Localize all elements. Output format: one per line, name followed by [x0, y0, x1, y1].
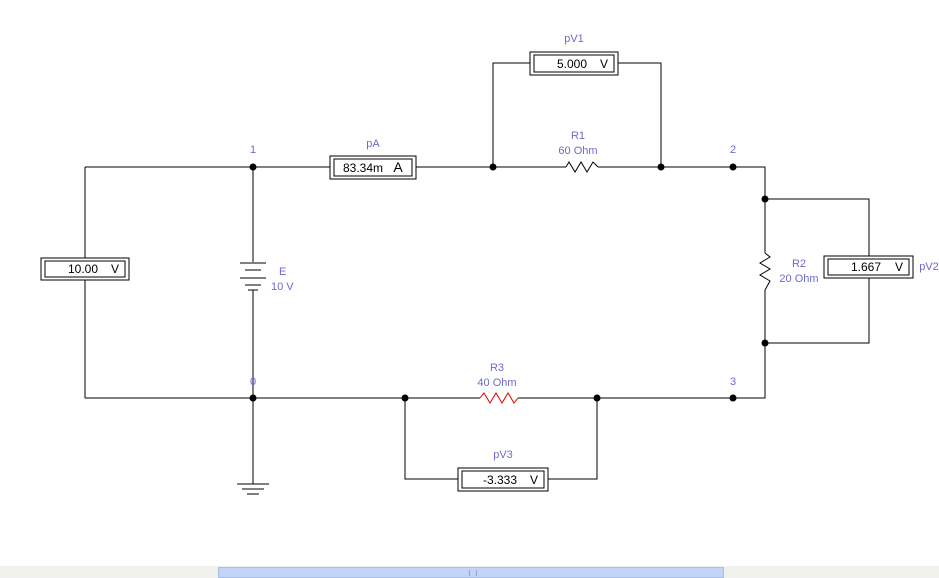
junction-node-1 [249, 163, 257, 171]
voltmeter-pv3[interactable]: -3.333 V [457, 467, 549, 492]
junction [761, 195, 769, 203]
resistor-r3[interactable] [479, 392, 519, 404]
wire-bottom-right [518, 290, 766, 399]
voltmeter-pv3-name: pV3 [493, 449, 513, 461]
wire-pv2-bottom [765, 278, 870, 344]
voltmeter-pv3-reading: -3.333 [483, 473, 517, 487]
circuit-canvas: 83.34m A 5.000 V 1.667 V -3.333 V 10.00 … [40, 33, 939, 495]
node-label-1: 1 [250, 144, 256, 156]
voltmeter-pv2[interactable]: 1.667 V [823, 255, 914, 279]
wire-pv1-right [618, 62, 662, 167]
voltmeter-pv2-unit: V [895, 260, 903, 274]
junction [401, 394, 409, 402]
voltmeter-pv1-unit: V [600, 57, 608, 71]
resistor-r3-value: 40 Ohm [477, 377, 516, 389]
junction-node-0 [249, 394, 257, 402]
voltmeter-pv2-reading: 1.667 [851, 260, 881, 274]
resistor-r2-name: R2 [792, 258, 806, 270]
junction-node-2 [729, 163, 737, 171]
voltmeter-pv2-name: pV2 [919, 261, 939, 273]
junction [657, 163, 665, 171]
scrollbar-thumb[interactable] [218, 567, 724, 578]
node-label-0: 0 [250, 376, 256, 388]
junction [489, 163, 497, 171]
resistor-r2-value: 20 Ohm [779, 273, 818, 285]
horizontal-scrollbar[interactable] [0, 566, 939, 578]
battery-name: E [279, 266, 286, 278]
wire-pv2-top [765, 198, 870, 256]
resistor-r1-value: 60 Ohm [558, 145, 597, 157]
junction [593, 394, 601, 402]
voltmeter-pv1-name: pV1 [564, 33, 584, 45]
wire-top-right [598, 166, 766, 253]
battery-value: 10 V [271, 281, 294, 293]
junction-node-3 [729, 394, 737, 402]
junctions [249, 163, 769, 402]
junction [761, 339, 769, 347]
voltmeter-source[interactable]: 10.00 V [40, 257, 130, 281]
wires [84, 62, 870, 484]
voltmeter-source-unit: V [111, 262, 119, 276]
resistor-r3-name: R3 [490, 362, 504, 374]
battery-e[interactable] [240, 262, 266, 291]
wire-pv3-right [548, 398, 598, 480]
wire-pv1-left [492, 62, 530, 167]
ground-icon [237, 483, 269, 495]
scrollbar-grip-icon [469, 570, 477, 576]
resistor-r1[interactable] [565, 161, 599, 173]
voltmeter-source-reading: 10.00 [68, 262, 98, 276]
ammeter-unit: A [393, 159, 403, 175]
ammeter-pa[interactable]: 83.34m A [329, 155, 417, 180]
voltmeter-pv1[interactable]: 5.000 V [529, 51, 619, 76]
node-label-2: 2 [730, 144, 736, 156]
wire-pv3-left [404, 398, 458, 480]
voltmeter-pv1-reading: 5.000 [557, 57, 587, 71]
resistor-r1-name: R1 [571, 130, 585, 142]
node-label-3: 3 [730, 376, 736, 388]
ammeter-reading: 83.34m [343, 161, 383, 175]
voltmeter-pv3-unit: V [530, 473, 538, 487]
resistor-r2[interactable] [759, 252, 771, 291]
ammeter-name: pA [366, 138, 380, 150]
